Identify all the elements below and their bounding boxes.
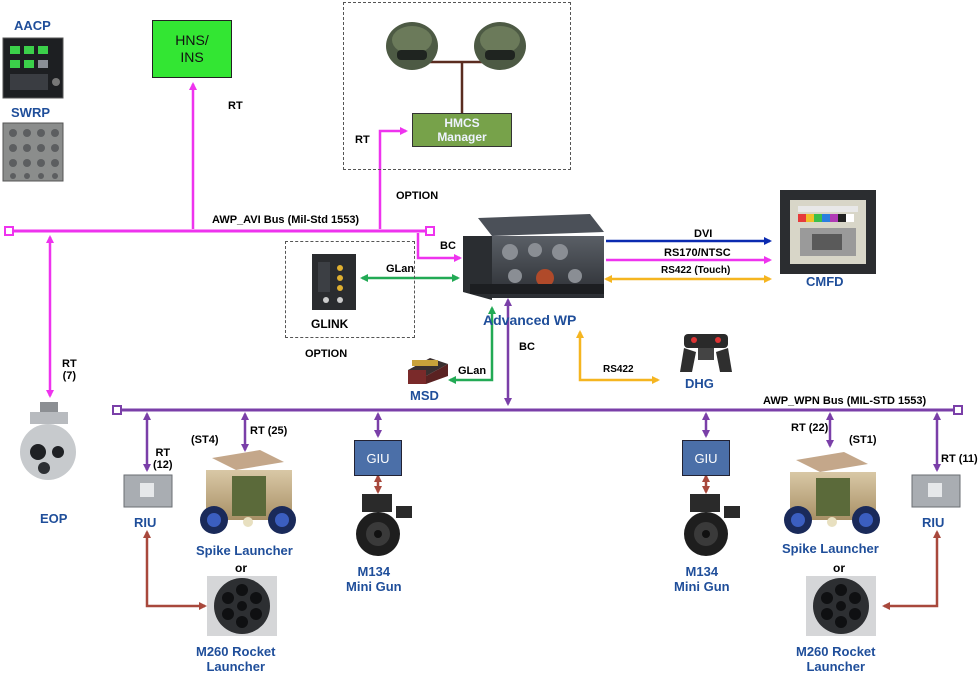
hns-ins-label-line2: INS [180, 49, 204, 65]
swrp-label: SWRP [11, 105, 50, 120]
rt7-label: RT(7) [62, 358, 77, 382]
advanced-wp-label: Advanced WP [483, 312, 577, 328]
giu-left-box: GIU [354, 440, 402, 476]
glink-label: GLINK [311, 317, 349, 331]
hns-ins-label-line1: HNS/ [175, 32, 209, 48]
swrp-panel-image [2, 122, 64, 182]
aacp-panel-image [2, 37, 64, 99]
aacp-label: AACP [14, 18, 51, 33]
dhg-label: DHG [685, 376, 714, 391]
rs170-label: RS170/NTSC [664, 247, 731, 259]
option-bottom-label: OPTION [305, 348, 348, 360]
st1-label: (ST1) [849, 434, 877, 446]
m134-right-image [684, 494, 740, 556]
st4-label: (ST4) [191, 434, 219, 446]
rt-hns-label: RT [228, 100, 243, 112]
rt-hmcs-label: RT [355, 134, 370, 146]
m260-right-line1: M260 Rocket [796, 644, 876, 659]
spike-launcher-left-image [200, 450, 296, 534]
m260-right-riu-link [882, 530, 941, 610]
glink-image [312, 254, 356, 310]
advanced-wp-image [463, 214, 604, 300]
or-left-label: or [235, 561, 247, 575]
wpn-bus [112, 405, 963, 415]
bc-bottom-label: BC [519, 341, 535, 353]
m134-right-line1: M134 [685, 564, 719, 579]
giu-right-box: GIU [682, 440, 730, 476]
m260-left-image [207, 576, 277, 636]
rs422-label: RS422 [603, 364, 634, 375]
rt7-line2: (7) [62, 370, 77, 382]
option-top-label: OPTION [396, 190, 439, 202]
riu-right-label: RIU [922, 515, 945, 530]
m260-left-line2: Launcher [206, 659, 265, 674]
rt12-label: RT(12) [153, 447, 173, 471]
m260-right-image [806, 576, 876, 636]
rs422-touch-label: RS422 (Touch) [661, 265, 731, 276]
spike-right-label: Spike Launcher [782, 541, 879, 556]
dvi-label: DVI [694, 228, 713, 240]
msd-glan-link [448, 306, 496, 384]
spike-launcher-right-image [784, 452, 880, 534]
bc-top-label: BC [440, 240, 456, 252]
riu-right-image [911, 474, 961, 508]
eop-label: EOP [40, 511, 68, 526]
rt12-line1: RT [155, 447, 171, 459]
hns-ins-box: HNS/INS [152, 20, 232, 78]
rs422-dhg-link [576, 330, 660, 384]
rt12-line2: (12) [153, 459, 173, 471]
m260-left-riu-link [143, 530, 207, 610]
or-right-label: or [833, 561, 845, 575]
hmcs-helmets-image [386, 22, 526, 113]
m260-left-line1: M260 Rocket [196, 644, 276, 659]
dhg-image [680, 334, 732, 372]
avi-bus-label: AWP_AVI Bus (Mil-Std 1553) [212, 214, 360, 226]
msd-label: MSD [410, 388, 439, 403]
eop-image [20, 402, 76, 480]
m134-left-image [356, 494, 412, 556]
hmcs-option-box [343, 2, 571, 170]
m134-left-line2: Mini Gun [346, 579, 402, 594]
rt25-label: RT (25) [250, 425, 288, 437]
bc-avi-link [416, 233, 462, 262]
avi-bus [4, 226, 435, 236]
cmfd-image [780, 190, 876, 274]
glan-msd-label: GLan [458, 365, 487, 377]
glink-option-box [285, 241, 415, 338]
rt22-label: RT (22) [791, 422, 829, 434]
giu-right-label: GIU [694, 450, 718, 466]
msd-image [408, 358, 448, 384]
rt11-label: RT (11) [941, 453, 978, 465]
hmcs-bus-link [378, 127, 408, 229]
giu-left-label: GIU [366, 450, 390, 466]
riu-left-label: RIU [134, 515, 157, 530]
riu-left-image [123, 474, 173, 508]
cmfd-label: CMFD [806, 274, 844, 289]
m134-right-line2: Mini Gun [674, 579, 730, 594]
hmcs-label-line2: Manager [437, 130, 487, 144]
hmcs-label-line1: HMCS [444, 116, 480, 130]
m134-left-line1: M134 [357, 564, 391, 579]
rt7-line1: RT [62, 358, 77, 370]
m260-right-line2: Launcher [806, 659, 865, 674]
glan-glink-label: GLan [386, 263, 415, 275]
wpn-bus-label: AWP_WPN Bus (MIL-STD 1553) [763, 395, 927, 407]
spike-left-label: Spike Launcher [196, 543, 293, 558]
